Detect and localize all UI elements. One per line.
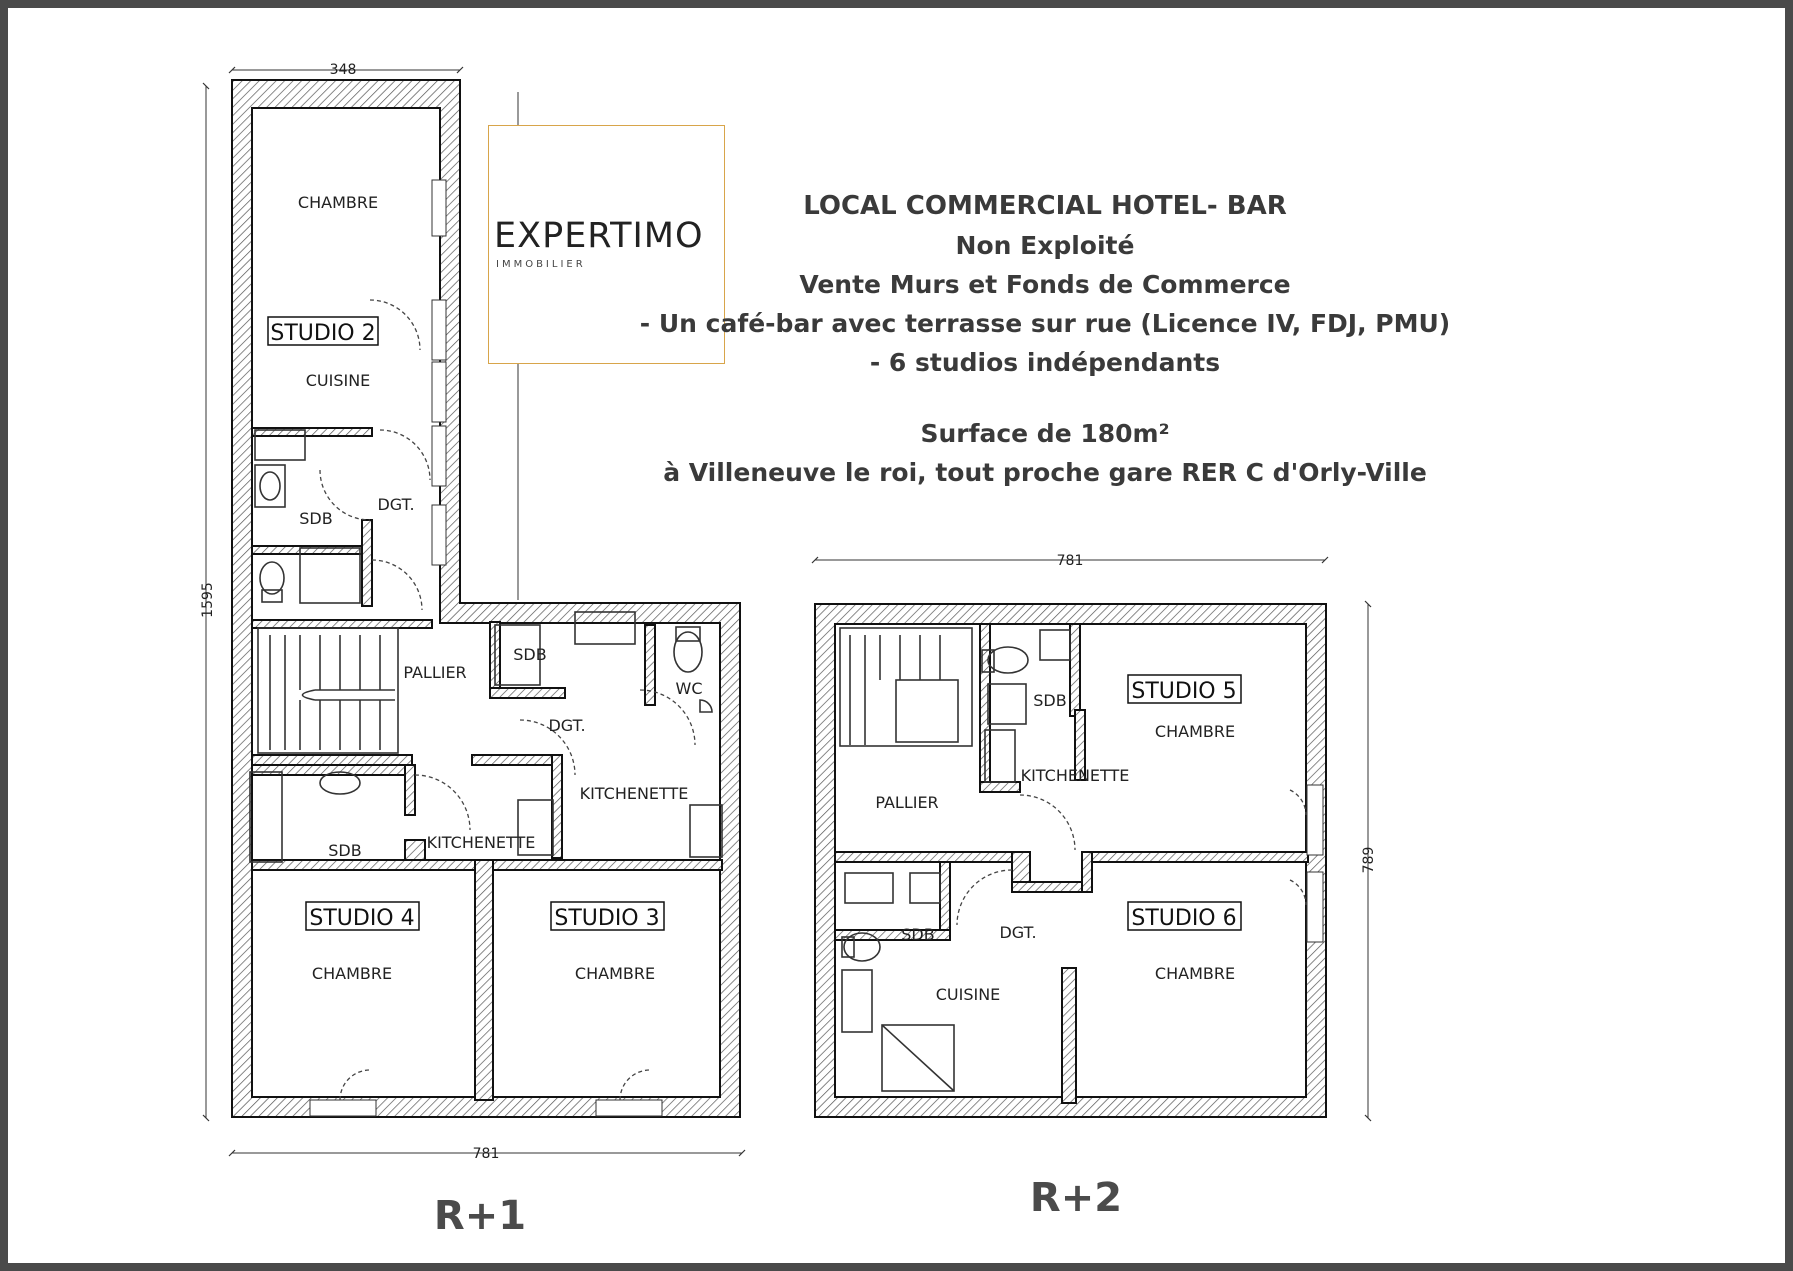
dimension-r2-top: 781 <box>1057 553 1084 569</box>
label-sdb-center: SDB <box>513 645 546 664</box>
label-dgt-r2: DGT. <box>999 923 1036 942</box>
doors-r1 <box>319 299 696 1101</box>
wall-sdb-bottom <box>834 929 951 941</box>
wall-corridor-right <box>1081 851 1309 863</box>
windows-r1 <box>309 179 663 1117</box>
fixtures-r2 <box>841 629 1071 1092</box>
studio2-box <box>267 316 379 346</box>
label-cuisine-r2: CUISINE <box>936 985 1001 1004</box>
wall-studio-divider <box>474 859 494 1101</box>
label-dgt-center: DGT. <box>548 716 585 735</box>
wall-sdb4-side <box>404 764 416 816</box>
listing-line-3: - Un café-bar avec terrasse sur rue (Lic… <box>639 309 1451 338</box>
wall-sdb-bottom-side <box>939 861 951 933</box>
wall-corridor-notch-bottom <box>1011 881 1093 893</box>
label-sdb-s4: SDB <box>328 841 361 860</box>
label-pallier-r1: PALLIER <box>403 663 466 682</box>
studio3-box <box>550 901 665 931</box>
wall-kitchenette-bottom <box>979 781 1021 793</box>
label-studio3: STUDIO 3 <box>554 906 659 931</box>
label-chambre-s4: CHAMBRE <box>312 964 392 983</box>
listing-line-2: Vente Murs et Fonds de Commerce <box>799 270 1291 299</box>
label-sdb-s2: SDB <box>299 509 332 528</box>
dimension-r1-top: 348 <box>330 62 357 78</box>
walls-r1 <box>231 79 741 1118</box>
studio6-box <box>1127 901 1242 931</box>
label-chambre-s6: CHAMBRE <box>1155 964 1235 983</box>
wall-stair-bottom <box>251 754 413 766</box>
label-chambre-s3: CHAMBRE <box>575 964 655 983</box>
listing-title: LOCAL COMMERCIAL HOTEL- BAR <box>803 191 1287 221</box>
label-kitchenette-s3: KITCHENETTE <box>580 784 689 803</box>
listing-line-4: - 6 studios indépendants <box>869 348 1221 377</box>
logo-brand: EXPERTIMO <box>494 216 704 256</box>
label-studio6: STUDIO 6 <box>1131 906 1236 931</box>
wall-corridor-left <box>834 851 1016 863</box>
label-cuisine-s2: CUISINE <box>306 371 371 390</box>
wall-kitchenette-side <box>551 754 563 859</box>
fixtures-r1 <box>249 429 723 863</box>
label-sdb-bottom-r2: SDB <box>901 925 934 944</box>
plan-r2: 781 789 <box>811 553 1377 1221</box>
label-kitchenette-r2: KITCHENETTE <box>1021 766 1130 785</box>
label-chambre-s2: CHAMBRE <box>298 193 378 212</box>
dimension-r2-right: 789 <box>1361 847 1377 874</box>
wall-sdb5-right <box>1069 623 1081 717</box>
dimension-r1-bottom: 781 <box>473 1146 500 1162</box>
label-sdb-top-r2: SDB <box>1033 691 1066 710</box>
spacer <box>620 382 1470 414</box>
wall-s2-sdb-side <box>361 519 373 607</box>
studio5-box <box>1127 674 1242 704</box>
wall-stair-top <box>251 619 433 629</box>
doors-r2 <box>956 789 1307 926</box>
stairs-r2 <box>839 627 973 747</box>
level-r2: R+2 <box>1030 1175 1122 1221</box>
label-studio4: STUDIO 4 <box>309 906 414 931</box>
label-studio2: STUDIO 2 <box>270 321 375 346</box>
label-chambre-s5: CHAMBRE <box>1155 722 1235 741</box>
wall-s2-kitchen <box>251 427 373 437</box>
listing-surface: Surface de 180m² <box>920 419 1170 448</box>
studio4-box <box>305 901 420 931</box>
expertimo-logo: EXPERTIMO IMMOBILIER <box>488 125 725 364</box>
wall-corridor-notch-right <box>1081 851 1093 893</box>
wall-s5-left <box>1074 709 1086 781</box>
wall-kitchenette-top <box>471 754 555 766</box>
level-r1: R+1 <box>434 1193 526 1239</box>
windows-r2 <box>1306 784 1324 943</box>
label-pallier-r2: PALLIER <box>875 793 938 812</box>
dimension-r1-left: 1595 <box>200 582 216 618</box>
listing-location: à Villeneuve le roi, tout proche gare RE… <box>663 458 1427 487</box>
wall-s6-divider <box>1061 967 1077 1104</box>
stairs-r1 <box>257 627 399 754</box>
wall-column <box>404 839 426 861</box>
label-wc: WC <box>676 679 703 698</box>
label-kitchenette-s4: KITCHENETTE <box>427 833 536 852</box>
wall-wc <box>644 624 656 706</box>
logo-subtitle: IMMOBILIER <box>496 259 586 270</box>
listing-info: LOCAL COMMERCIAL HOTEL- BAR Non Exploité… <box>620 186 1470 492</box>
wall-sdb-center-bottom <box>489 687 566 699</box>
label-studio5: STUDIO 5 <box>1131 679 1236 704</box>
label-dgt-s2: DGT. <box>377 495 414 514</box>
listing-line-1: Non Exploité <box>955 231 1135 260</box>
